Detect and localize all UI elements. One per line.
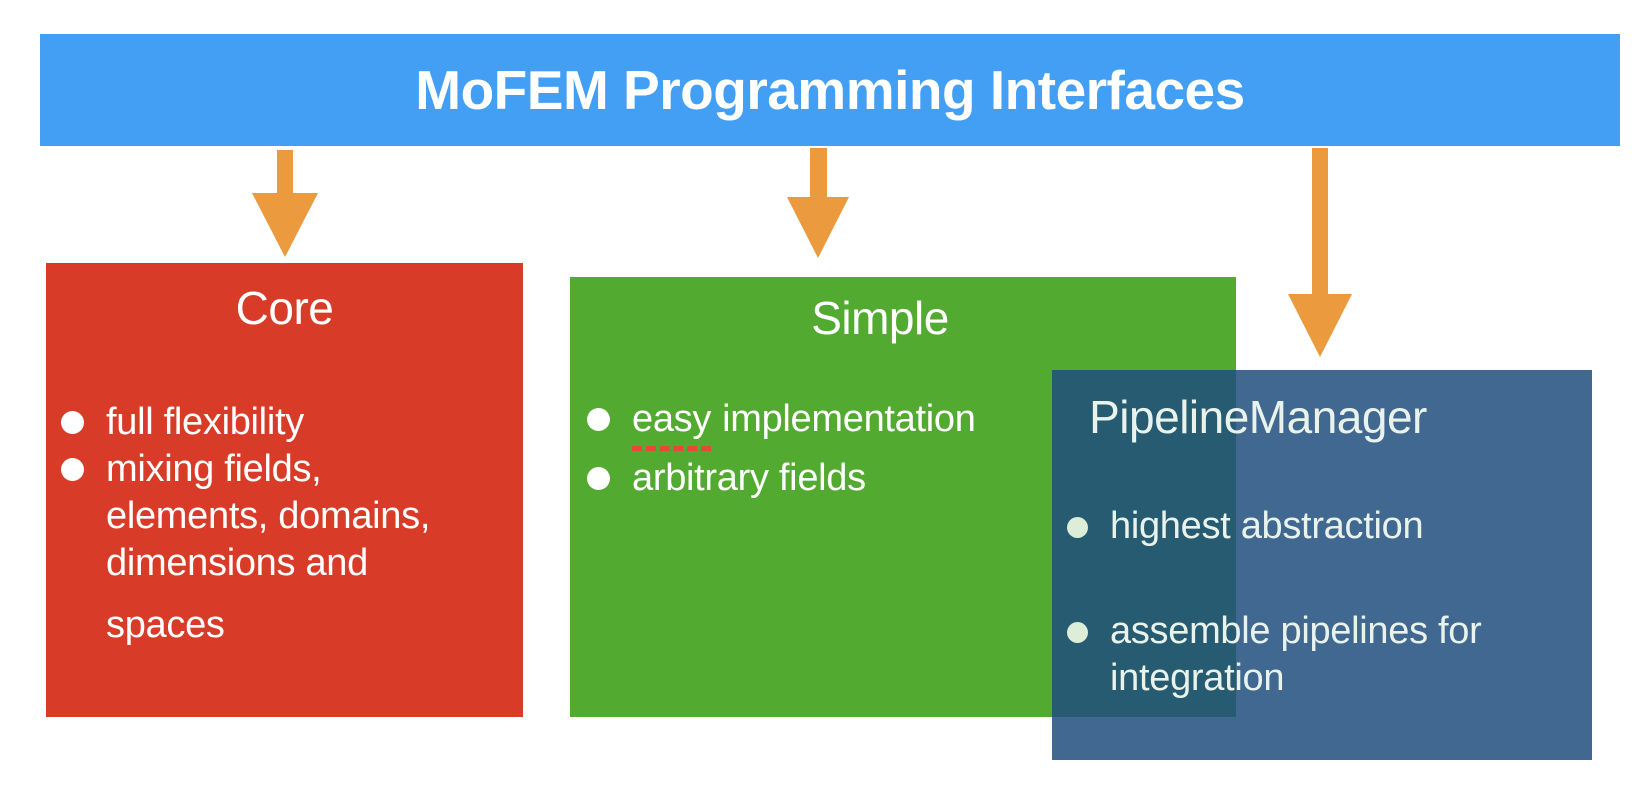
pipeline-bullet-assemble-pipelines: assemble pipelines for integration (1110, 608, 1482, 702)
pipeline-manager-box: PipelineManager highest abstraction asse… (1052, 370, 1592, 760)
simple-bullet-arbitrary-fields: arbitrary fields (632, 457, 866, 499)
arrow-simple-head-icon (787, 197, 849, 258)
bullet-line: elements, domains, (106, 495, 431, 537)
bullet-dot (587, 408, 610, 431)
bullet-dot (61, 458, 84, 481)
bullet-item: easy implementation (587, 396, 1230, 451)
bullet-line: assemble pipelines for (1110, 610, 1482, 652)
core-bullet-list: full flexibility mixing fields, elements… (61, 399, 517, 649)
bullet-item: full flexibility (61, 399, 517, 446)
pipeline-manager-bullet-list: highest abstraction assemble pipelines f… (1067, 503, 1586, 702)
bullet-line: spaces (106, 604, 225, 646)
core-box-title: Core (235, 282, 334, 334)
bullet-item: arbitrary fields (587, 455, 1230, 502)
bullet-dot (1067, 517, 1088, 538)
core-box: Core full flexibility mixing fields, ele… (46, 263, 523, 717)
bullet-text-rest: implementation (722, 398, 976, 440)
bullet-dot (587, 467, 610, 490)
core-bullet-full-flexibility: full flexibility (106, 401, 304, 443)
bullet-item: mixing fields, elements, domains, dimens… (61, 446, 517, 649)
bullet-item: assemble pipelines for integration (1067, 608, 1586, 702)
arrow-core-shaft (277, 150, 293, 194)
bullet-dot (1067, 622, 1088, 643)
simple-bullet-list: easy implementation arbitrary fields (587, 396, 1230, 502)
pipeline-bullet-highest-abstraction: highest abstraction (1110, 505, 1424, 547)
core-bullet-mixing: mixing fields, elements, domains, dimens… (106, 446, 430, 649)
arrow-simple-shaft (810, 148, 827, 198)
simple-box-title: Simple (811, 292, 949, 344)
simple-bullet-easy-implementation: easy implementation (632, 396, 976, 451)
arrow-pipeline-manager-head-icon (1288, 294, 1352, 357)
bullet-line: integration (1110, 657, 1285, 699)
bullet-line: mixing fields, (106, 448, 322, 490)
bullet-item: highest abstraction (1067, 503, 1586, 550)
bullet-dot (61, 411, 84, 434)
arrow-pipeline-manager-shaft (1312, 148, 1328, 295)
spellcheck-underlined-word: easy (632, 396, 711, 451)
pipeline-manager-box-title: PipelineManager (1089, 391, 1427, 443)
arrow-core-head-icon (252, 193, 318, 257)
header-banner: MoFEM Programming Interfaces (40, 34, 1620, 146)
header-title: MoFEM Programming Interfaces (415, 59, 1245, 121)
bullet-line: dimensions and (106, 542, 368, 584)
